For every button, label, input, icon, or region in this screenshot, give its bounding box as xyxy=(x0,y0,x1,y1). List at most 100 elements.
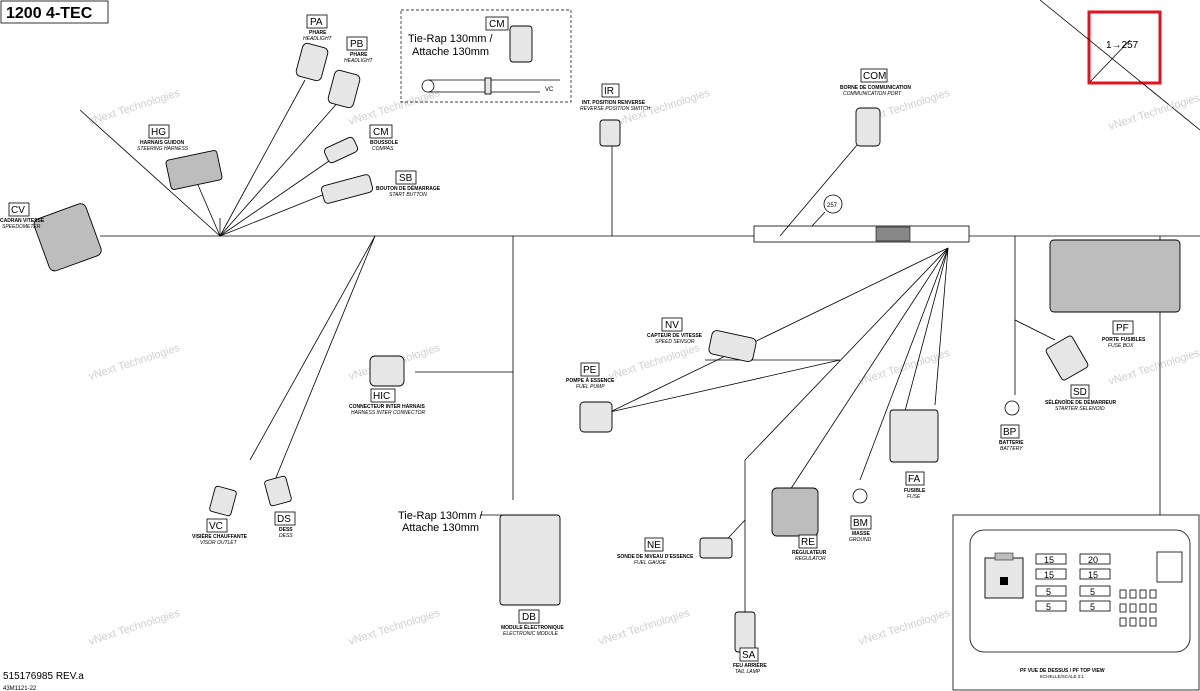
svg-text:CM: CM xyxy=(373,127,389,138)
svg-text:FEU ARRIÈRE: FEU ARRIÈRE xyxy=(733,661,767,669)
svg-text:vNext Technologies: vNext Technologies xyxy=(347,87,442,128)
svg-text:RÉGULATEUR: RÉGULATEUR xyxy=(792,548,827,556)
connector-NV[interactable]: NV CAPTEUR DE VITESSE SPEED SENSOR xyxy=(647,317,703,345)
connector-HIC[interactable]: HIC CONNECTEUR INTER HARNAIS HARNESS INT… xyxy=(349,388,426,416)
connector-FA[interactable]: FA FUSIBLE FUSE xyxy=(904,471,926,500)
svg-text:257: 257 xyxy=(827,203,838,209)
svg-text:5: 5 xyxy=(1090,602,1095,612)
connector-CM-compass[interactable]: CM BOUSSOLE COMPAS xyxy=(369,124,399,152)
svg-text:515176985 REV.a: 515176985 REV.a xyxy=(3,671,84,682)
page-reference[interactable]: 1→257 xyxy=(1087,10,1162,85)
svg-text:SÉLÉNOÏDE DE DÉMARREUR: SÉLÉNOÏDE DE DÉMARREUR xyxy=(1045,398,1117,406)
connector-SD[interactable]: SD SÉLÉNOÏDE DE DÉMARREUR STARTER SELENO… xyxy=(1045,384,1117,412)
svg-text:BM: BM xyxy=(853,518,868,529)
svg-text:1→257: 1→257 xyxy=(1106,40,1139,51)
svg-text:BP: BP xyxy=(1003,427,1017,438)
footer: 515176985 REV.a 43M1121-22 xyxy=(3,671,84,691)
svg-text:DS: DS xyxy=(277,514,291,525)
connector-CV[interactable]: CV CADRAN VITESSE SPEEDOMETER xyxy=(0,202,45,230)
svg-text:FUEL GAUGE: FUEL GAUGE xyxy=(634,560,667,566)
svg-text:5: 5 xyxy=(1090,587,1095,597)
svg-text:PF VUE DE DESSUS / PF TOP VIEW: PF VUE DE DESSUS / PF TOP VIEW xyxy=(1020,668,1105,674)
connector-NE[interactable]: NE SONDE DE NIVEAU D'ESSENCE FUEL GAUGE xyxy=(617,537,694,566)
svg-text:CAPTEUR DE VITESSE: CAPTEUR DE VITESSE xyxy=(647,333,703,339)
connector-PE[interactable]: PE POMPE À ESSENCE FUEL PUMP xyxy=(566,362,615,390)
svg-text:ELECTRONIC MODULE: ELECTRONIC MODULE xyxy=(503,631,559,637)
main-harness: 257 xyxy=(100,194,1200,243)
connector-IR[interactable]: IR INT. POSITION RENVERSE REVERSE POSITI… xyxy=(580,83,651,112)
svg-text:PHARE: PHARE xyxy=(309,30,327,36)
svg-text:SA: SA xyxy=(742,650,756,661)
svg-text:HEADLIGHT: HEADLIGHT xyxy=(303,36,333,42)
svg-text:vNext Technologies: vNext Technologies xyxy=(347,607,442,648)
connector-COM[interactable]: COM BORNE DE COMMUNICATION COMMUNICATION… xyxy=(840,68,911,97)
connector-HG[interactable]: HG HARNAIS GUIDON STEERING HARNESS xyxy=(137,124,189,152)
svg-text:vNext Technologies: vNext Technologies xyxy=(87,87,182,128)
svg-text:MASSE: MASSE xyxy=(852,531,870,537)
svg-text:SD: SD xyxy=(1073,387,1087,398)
connector-BP[interactable]: BP BATTERIE BATTERY xyxy=(999,424,1024,452)
svg-text:VC: VC xyxy=(209,521,223,532)
svg-text:BORNE DE COMMUNICATION: BORNE DE COMMUNICATION xyxy=(840,85,911,91)
svg-text:VISIÈRE CHAUFFANTE: VISIÈRE CHAUFFANTE xyxy=(192,532,248,540)
svg-text:15: 15 xyxy=(1088,570,1098,580)
svg-text:15: 15 xyxy=(1044,570,1054,580)
connector-SA[interactable]: SA FEU ARRIÈRE TAIL LAMP xyxy=(733,647,767,675)
svg-text:STEERING HARNESS: STEERING HARNESS xyxy=(137,146,189,152)
svg-text:CM: CM xyxy=(489,19,505,30)
svg-text:SB: SB xyxy=(399,173,413,184)
svg-text:RE: RE xyxy=(801,537,815,548)
connector-DB[interactable]: DB MODULE ÉLECTRONIQUE ELECTRONIC MODULE xyxy=(501,609,564,637)
svg-text:Attache 130mm: Attache 130mm xyxy=(412,46,489,58)
svg-text:SPEED SENSOR: SPEED SENSOR xyxy=(655,339,695,345)
svg-text:COMPAS: COMPAS xyxy=(372,146,394,152)
svg-text:43M1121-22: 43M1121-22 xyxy=(3,686,37,691)
svg-text:DESS: DESS xyxy=(279,533,293,539)
connector-VC[interactable]: VC VISIÈRE CHAUFFANTE VISOR OUTLET xyxy=(192,518,248,546)
svg-text:NE: NE xyxy=(647,540,661,551)
svg-text:BOUSSOLE: BOUSSOLE xyxy=(370,140,399,146)
svg-text:DB: DB xyxy=(522,612,536,623)
connector-SB[interactable]: SB BOUTON DE DÉMARRAGE START BUTTON xyxy=(376,170,441,198)
svg-text:FUSIBLE: FUSIBLE xyxy=(904,488,926,494)
svg-text:GROUND: GROUND xyxy=(849,537,872,543)
svg-text:vNext Technologies: vNext Technologies xyxy=(607,342,702,383)
svg-text:20: 20 xyxy=(1088,555,1098,565)
svg-text:MODULE ÉLECTRONIQUE: MODULE ÉLECTRONIQUE xyxy=(501,623,564,631)
connector-PA[interactable]: PA PHARE HEADLIGHT xyxy=(303,14,333,42)
svg-text:REGULATOR: REGULATOR xyxy=(795,556,826,562)
connector-DS[interactable]: DS DESS DESS xyxy=(274,511,296,539)
svg-text:SPEEDOMETER: SPEEDOMETER xyxy=(2,224,41,230)
svg-text:vNext Technologies: vNext Technologies xyxy=(87,342,182,383)
connector-CM-top[interactable]: CM xyxy=(485,16,509,31)
svg-text:VISOR OUTLET: VISOR OUTLET xyxy=(200,540,238,546)
svg-text:Attache 130mm: Attache 130mm xyxy=(402,522,479,534)
svg-text:PB: PB xyxy=(350,39,364,50)
svg-text:Tie-Rap 130mm /: Tie-Rap 130mm / xyxy=(398,510,484,522)
tie-rap-detail-bottom: Tie-Rap 130mm / Attache 130mm xyxy=(398,510,515,534)
svg-text:SONDE DE NIVEAU D'ESSENCE: SONDE DE NIVEAU D'ESSENCE xyxy=(617,554,694,560)
svg-text:CADRAN VITESSE: CADRAN VITESSE xyxy=(0,218,45,224)
svg-text:vNext Technologies: vNext Technologies xyxy=(1107,92,1200,133)
svg-text:COMMUNICATION PORT: COMMUNICATION PORT xyxy=(843,91,902,97)
svg-text:HEADLIGHT: HEADLIGHT xyxy=(344,58,374,64)
relay-slots xyxy=(1119,589,1157,627)
svg-text:ECHELLE/SCALE 2:1: ECHELLE/SCALE 2:1 xyxy=(1040,674,1085,679)
connector-BM[interactable]: BM MASSE GROUND xyxy=(849,515,872,543)
svg-text:5: 5 xyxy=(1046,602,1051,612)
svg-text:STARTER SELENOID: STARTER SELENOID xyxy=(1055,406,1105,412)
svg-text:BATTERIE: BATTERIE xyxy=(999,440,1024,446)
svg-text:BOUTON DE DÉMARRAGE: BOUTON DE DÉMARRAGE xyxy=(376,184,441,192)
connector-PF[interactable]: PF PORTE FUSIBLES FUSE BOX xyxy=(1102,320,1146,349)
connector-RE[interactable]: RE RÉGULATEUR REGULATOR xyxy=(792,534,827,562)
svg-text:vNext Technologies: vNext Technologies xyxy=(597,607,692,648)
svg-text:CONNECTEUR INTER HARNAIS: CONNECTEUR INTER HARNAIS xyxy=(349,404,426,410)
connector-PB[interactable]: PB PHARE HEADLIGHT xyxy=(344,36,374,64)
model-title: 1200 4-TEC xyxy=(0,0,109,24)
svg-text:VC: VC xyxy=(545,87,554,93)
svg-text:Tie-Rap 130mm /: Tie-Rap 130mm / xyxy=(408,33,494,45)
branch-wires xyxy=(79,79,1161,615)
svg-text:HARNAIS GUIDON: HARNAIS GUIDON xyxy=(140,140,185,146)
svg-text:POMPE À ESSENCE: POMPE À ESSENCE xyxy=(566,377,615,384)
